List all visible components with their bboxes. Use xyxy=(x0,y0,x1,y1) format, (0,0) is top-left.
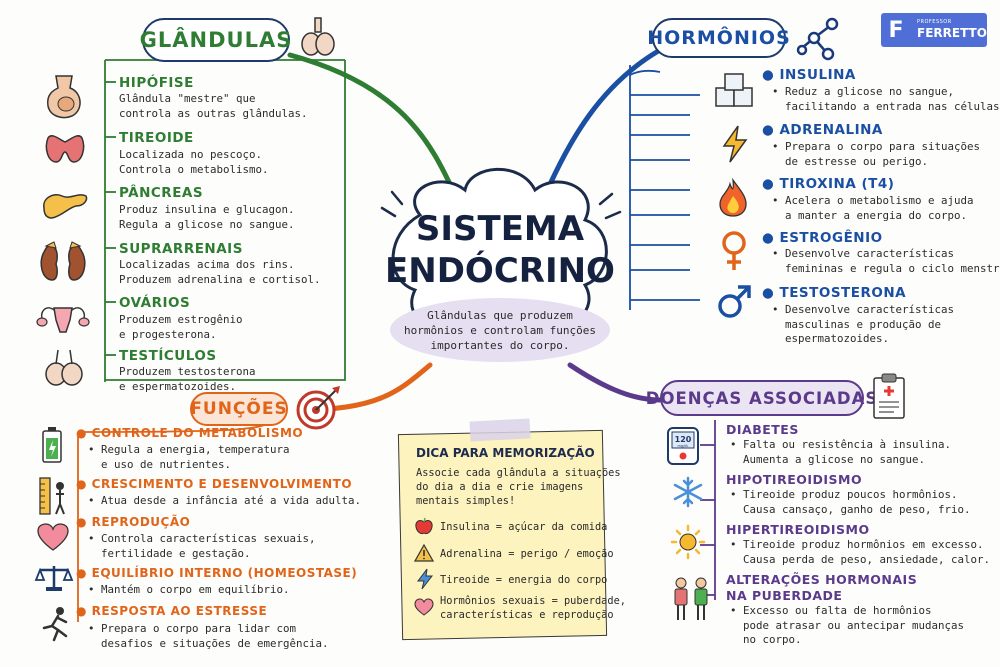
gland-title: TESTÍCULOS xyxy=(119,348,217,364)
running-person-icon xyxy=(42,607,68,642)
target-icon xyxy=(296,386,340,430)
logo-name: FERRETTO xyxy=(917,26,987,40)
heart-icon xyxy=(37,523,69,551)
disease-desc: • Falta ou resistência à insulina. Aumen… xyxy=(730,438,952,466)
glucometer-unit: mg/dL xyxy=(678,444,689,448)
central-title-line-1: SISTEMA xyxy=(415,209,585,249)
pituitary-icon xyxy=(46,75,81,119)
gland-title: PÂNCREAS xyxy=(119,185,204,201)
balance-scale-icon xyxy=(34,566,74,591)
hormone-title: ● ADRENALINA xyxy=(762,122,883,138)
pancreas-icon xyxy=(43,194,88,219)
doencas-title: DOENÇAS ASSOCIADAS xyxy=(646,380,877,416)
disease-desc: • Tireoide produz hormônios em excesso. … xyxy=(730,538,991,566)
ferretto-logo: F PROFESSOR FERRETTO xyxy=(881,13,987,47)
central-title: SISTEMA ENDÓCRINO xyxy=(380,208,620,292)
function-desc: • Controla características sexuais, fert… xyxy=(88,532,316,560)
disease-desc: • Excesso ou falta de hormônios pode atr… xyxy=(730,604,965,646)
hormone-title: ● ESTROGÊNIO xyxy=(762,230,883,246)
molecule-icon xyxy=(796,17,839,61)
tip-item: Hormônios sexuais = puberdade,caracterís… xyxy=(440,595,626,621)
function-title: ● CRESCIMENTO E DESENVOLVIMENTO xyxy=(76,477,353,491)
male-symbol-icon xyxy=(718,285,751,318)
hormone-title: ● INSULINA xyxy=(762,67,856,83)
gland-desc: Produz insulina e glucagon.Regula a glic… xyxy=(119,203,295,231)
funcoes-title: FUNÇÕES xyxy=(190,392,288,426)
ovaries-icon xyxy=(36,307,90,333)
warning-icon xyxy=(414,544,434,562)
sun-icon xyxy=(670,524,706,560)
central-title-line-2: ENDÓCRINO xyxy=(385,251,615,291)
function-desc: • Atua desde a infância até a vida adult… xyxy=(88,494,362,507)
gland-desc: Localizadas acima dos rins.Produzem adre… xyxy=(119,258,321,286)
central-subtitle: Glândulas que produzem hormônios e contr… xyxy=(400,308,600,353)
function-title: ● CONTROLE DO METABOLISMO xyxy=(76,426,304,440)
function-desc: • Regula a energia, temperatura e uso de… xyxy=(88,443,290,471)
disease-title: HIPERTIREOIDISMO xyxy=(726,522,870,537)
snowflake-icon xyxy=(673,476,703,508)
tip-item: Insulina = açúcar da comida xyxy=(440,521,608,533)
disease-title: DIABETES xyxy=(726,422,799,437)
gland-title: HIPÓFISE xyxy=(119,75,194,91)
function-desc: • Mantém o corpo em equilíbrio. xyxy=(88,583,290,596)
disease-title: HIPOTIREOIDISMO xyxy=(726,472,863,487)
female-symbol-icon xyxy=(722,231,746,270)
lightning-icon xyxy=(722,125,748,163)
note-tape xyxy=(469,418,531,442)
disease-desc: • Tireoide produz poucos hormônios. Caus… xyxy=(730,488,971,516)
function-title: ● REPRODUÇÃO xyxy=(76,515,191,529)
tip-title: DICA PARA MEMORIZAÇÃO xyxy=(416,446,595,460)
teens-icon xyxy=(674,577,708,620)
hormone-desc: • Desenvolve características masculinas … xyxy=(772,303,955,345)
tip-item: Tireoide = energia do corpo xyxy=(440,574,608,586)
glucometer-value: 120 xyxy=(675,435,692,444)
function-title: ● EQUILÍBRIO INTERNO (HOMEOSTASE) xyxy=(76,566,358,580)
medical-clipboard-icon xyxy=(873,373,905,419)
kidneys-icon xyxy=(40,241,86,281)
gland-title: OVÁRIOS xyxy=(119,295,191,311)
central-subtitle-line: hormônios e controlam funções xyxy=(403,324,597,337)
thyroid-icon xyxy=(45,135,85,163)
glands-icon xyxy=(301,17,335,56)
hormonios-title: HORMÔNIOS xyxy=(647,18,790,58)
function-desc: • Prepara o corpo para lidar com desafio… xyxy=(88,622,329,650)
gland-title: TIREOIDE xyxy=(119,130,194,146)
ruler-icon xyxy=(39,477,65,515)
central-subtitle-line: importantes do corpo. xyxy=(430,339,570,352)
battery-icon xyxy=(42,427,62,463)
glucometer-icon: 120 mg/dL xyxy=(667,427,699,465)
hormone-desc: • Desenvolve características femininas e… xyxy=(772,247,1000,275)
gland-desc: Localizada no pescoço.Controla o metabol… xyxy=(119,148,269,176)
bolt-icon xyxy=(417,568,434,590)
flame-icon xyxy=(719,178,747,217)
hormone-title: ● TIROXINA (T4) xyxy=(762,176,895,192)
hormone-title: ● TESTOSTERONA xyxy=(762,285,907,301)
logo-subtitle: PROFESSOR xyxy=(917,19,952,25)
testicles-icon xyxy=(45,349,83,386)
logo-mark: F xyxy=(888,17,904,43)
glandulas-title: GLÂNDULAS xyxy=(140,18,291,62)
gland-title: SUPRARRENAIS xyxy=(119,241,243,257)
central-subtitle-line: Glândulas que produzem xyxy=(427,309,573,322)
heart-small-icon xyxy=(414,598,434,616)
hormone-desc: • Prepara o corpo para situações de estr… xyxy=(772,140,981,168)
tip-item: Adrenalina = perigo / emoção xyxy=(440,548,614,560)
function-title: ● RESPOSTA AO ESTRESSE xyxy=(76,604,268,618)
apple-icon xyxy=(415,517,433,535)
sugar-cubes-icon xyxy=(715,73,753,107)
hormone-desc: • Reduz a glicose no sangue, facilitando… xyxy=(772,85,1000,113)
hormone-desc: • Acelera o metabolismo e ajuda a manter… xyxy=(772,194,974,222)
